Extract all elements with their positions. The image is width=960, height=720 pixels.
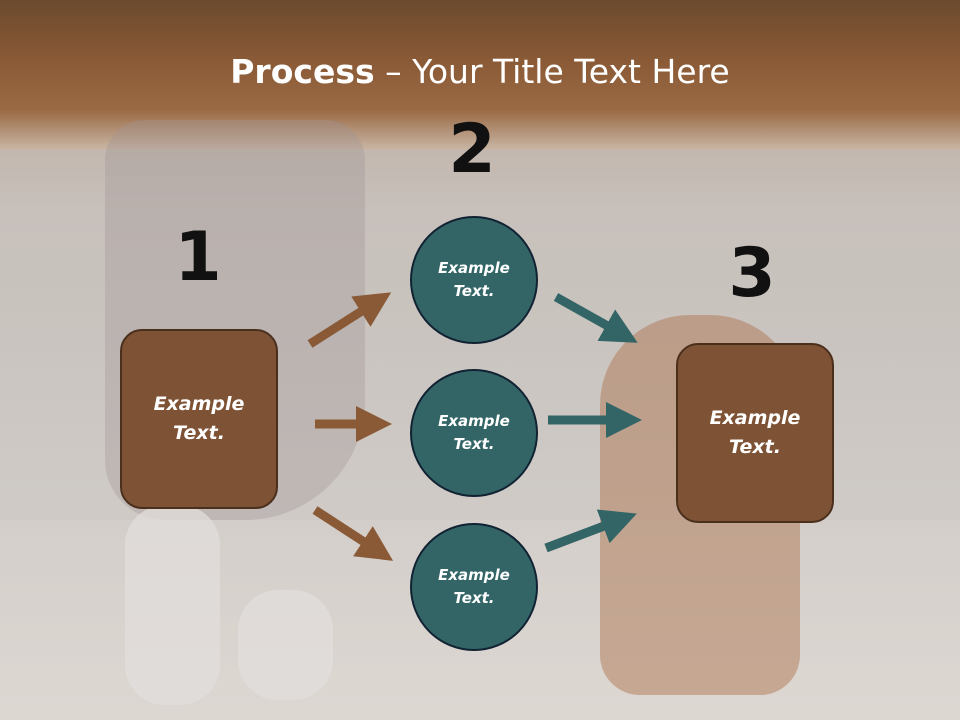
right-box-line2: Text. <box>729 436 781 458</box>
title-rest: – Your Title Text Here <box>374 52 730 91</box>
circle-2: Example Text. <box>410 369 538 497</box>
step-number-3: 3 <box>728 234 776 313</box>
arrow-circle-1-to-box <box>553 293 638 343</box>
circle-1-line2: Text. <box>453 282 495 300</box>
step-number-1: 1 <box>174 218 222 297</box>
arrow-circle-3-to-box <box>544 509 637 553</box>
background-shoe <box>125 505 220 705</box>
right-box-text: Example Text. <box>710 404 801 462</box>
title-bold: Process <box>230 52 375 91</box>
circle-1-text: Example Text. <box>438 257 510 303</box>
step-number-2: 2 <box>448 110 496 189</box>
slide-title: Process – Your Title Text Here <box>0 52 960 91</box>
circle-1: Example Text. <box>410 216 538 344</box>
left-box: Example Text. <box>120 329 278 509</box>
left-box-text: Example Text. <box>154 390 245 448</box>
circle-2-line1: Example <box>438 412 510 430</box>
left-box-line2: Text. <box>173 422 225 444</box>
background-shoe <box>238 590 333 700</box>
circle-3-line1: Example <box>438 566 510 584</box>
circle-2-line2: Text. <box>453 435 495 453</box>
arrow-box-to-circle-1 <box>307 292 392 348</box>
circle-2-text: Example Text. <box>438 410 510 456</box>
circle-3-line2: Text. <box>453 589 495 607</box>
right-box-line1: Example <box>709 407 801 429</box>
circle-1-line1: Example <box>438 259 510 277</box>
circle-3-text: Example Text. <box>438 564 510 610</box>
right-box: Example Text. <box>676 343 834 523</box>
circle-3: Example Text. <box>410 523 538 651</box>
left-box-line1: Example <box>153 393 245 415</box>
arrow-box-to-circle-3 <box>312 506 394 561</box>
